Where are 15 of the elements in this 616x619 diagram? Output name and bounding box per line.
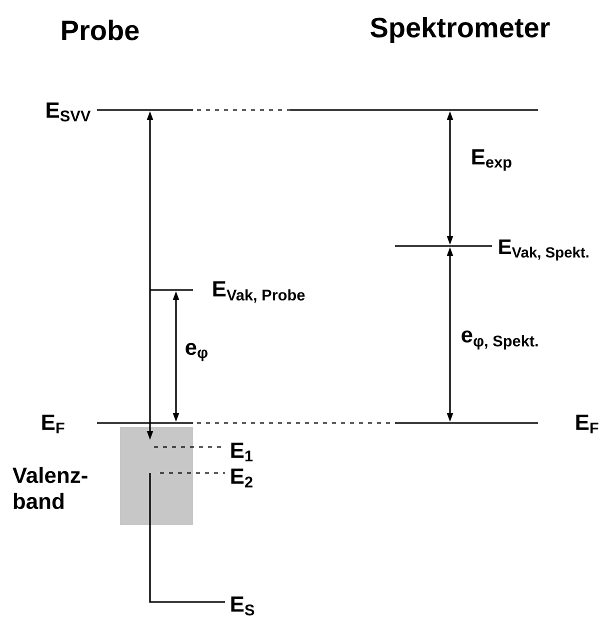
energy-level-label: E$_{F}$ [42,414,64,434]
energy-level-label: E$_{2}$ [231,468,252,488]
energy-level-label: E$_{SVV}$ [46,102,91,122]
column-heading: Spektrometer [370,16,550,44]
energy-level-label: E$_{S}$ [231,596,254,616]
energy-difference-label: e$_{φ}$ [186,342,208,362]
energy-difference-label: E$_{exp}$ [472,149,512,171]
band-label: Valenz- band [12,466,88,510]
valence-band-box [120,427,193,525]
column-heading: Probe [62,20,139,40]
energy-level-formula: $\textbf{E}_{\textbf{Vak, Probe}}$ [213,281,305,303]
energy-difference-formula: $\textbf{e}_{\textbf{φ, Spekt.}}$ [462,330,538,350]
energy-level-formula: $\textbf{E}_{\textbf{Vak, Spekt.}}$ [499,240,588,260]
energy-level-label: E$_{F}$ [576,414,598,434]
energy-level-label: E$_{1}$ [231,442,253,462]
